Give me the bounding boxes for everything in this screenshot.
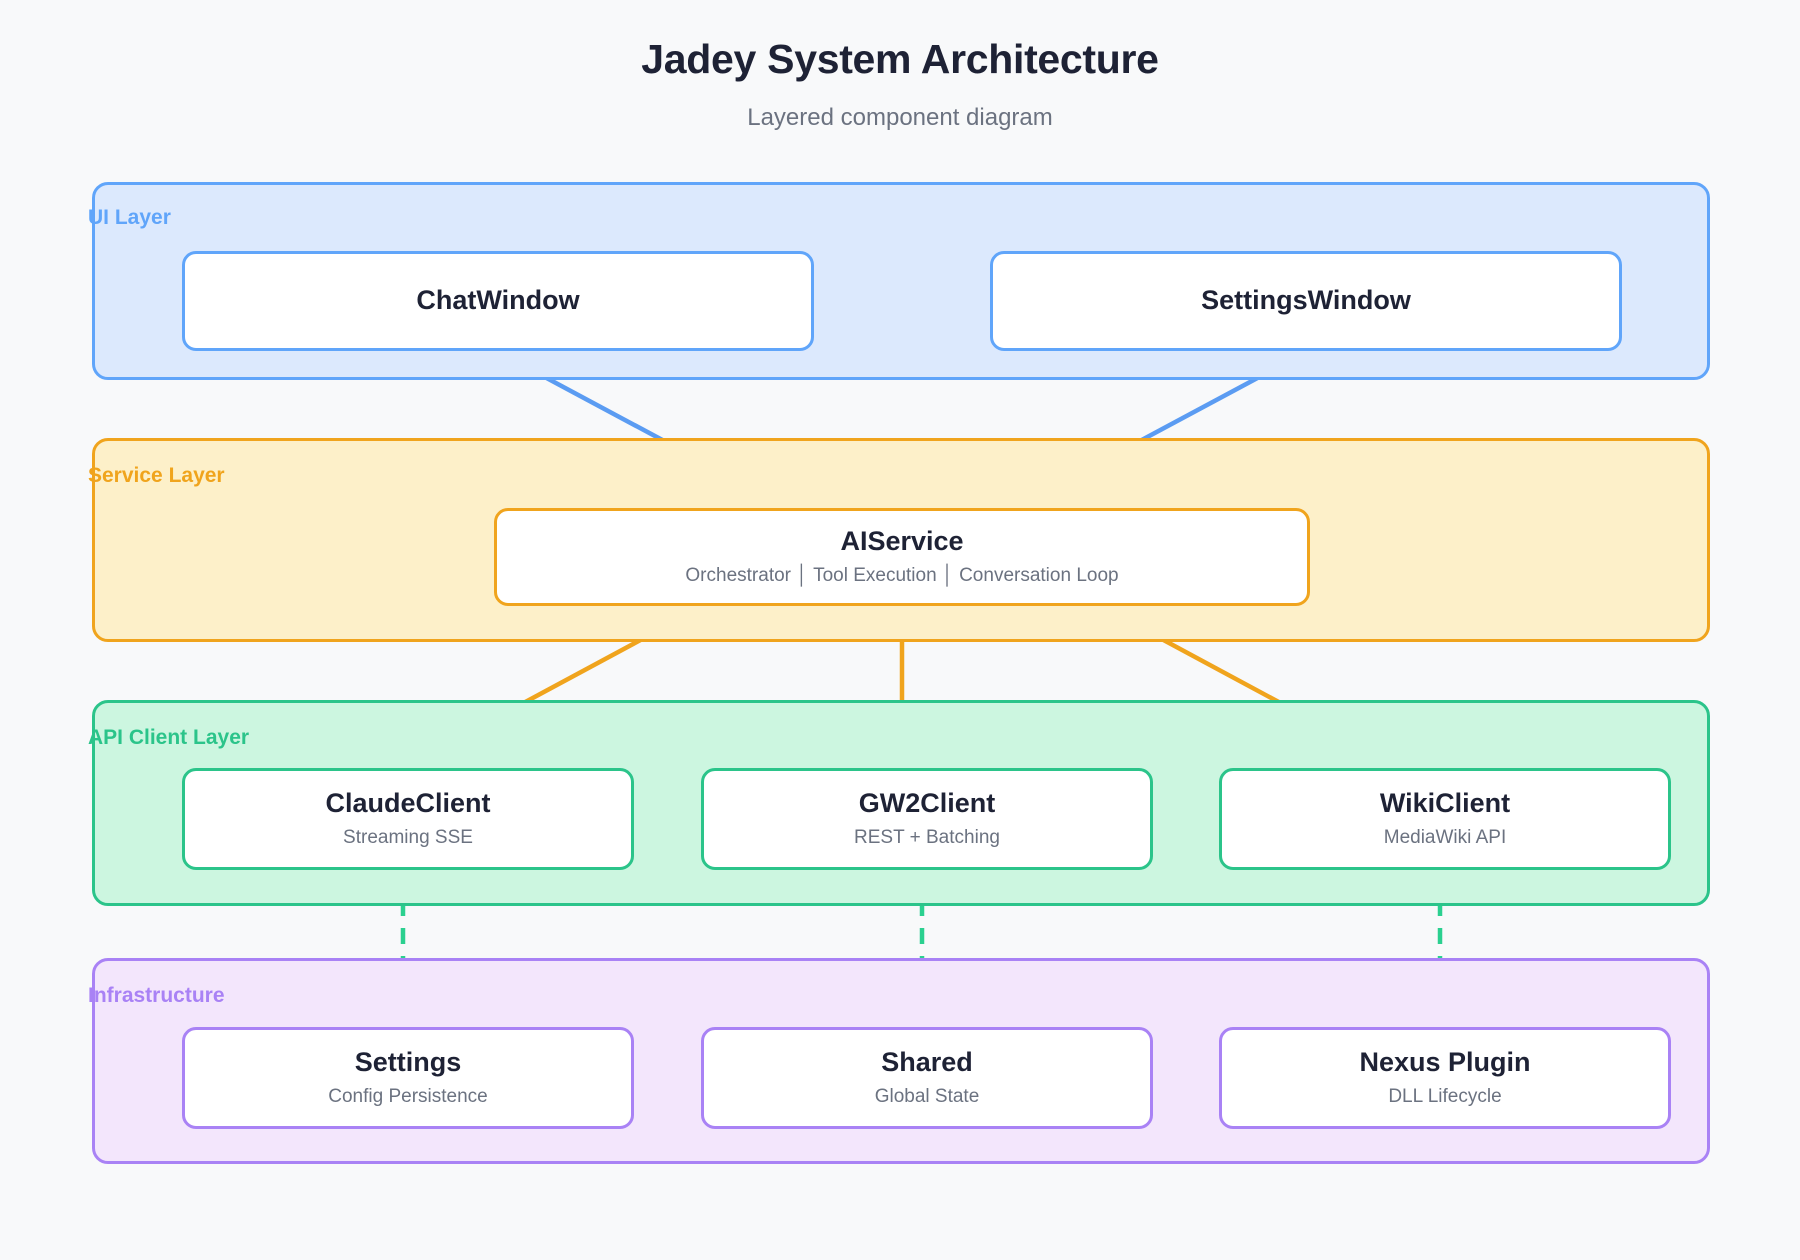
node-shared-subtitle: Global State bbox=[874, 1085, 980, 1107]
layer-label-ui: UI Layer bbox=[88, 206, 171, 229]
node-aiservice-subtitle: Orchestrator │ Tool Execution │ Conversa… bbox=[685, 564, 1119, 586]
layer-label-infrastructure: Infrastructure bbox=[88, 984, 225, 1007]
page-title: Jadey System Architecture bbox=[641, 36, 1159, 82]
node-nexus-plugin-subtitle: DLL Lifecycle bbox=[1388, 1085, 1502, 1107]
node-settings-subtitle: Config Persistence bbox=[328, 1085, 488, 1107]
node-claudeclient-subtitle: Streaming SSE bbox=[343, 826, 473, 848]
node-settings-title: Settings bbox=[354, 1047, 462, 1078]
node-shared-title: Shared bbox=[881, 1047, 973, 1078]
node-nexus-plugin[interactable]: Nexus Plugin DLL Lifecycle bbox=[1219, 1027, 1671, 1129]
node-gw2client[interactable]: GW2Client REST + Batching bbox=[701, 768, 1153, 870]
node-chatwindow-title: ChatWindow bbox=[416, 285, 580, 316]
node-claudeclient-title: ClaudeClient bbox=[325, 788, 491, 819]
node-gw2client-subtitle: REST + Batching bbox=[854, 826, 1000, 848]
node-shared[interactable]: Shared Global State bbox=[701, 1027, 1153, 1129]
node-settingswindow-title: SettingsWindow bbox=[1201, 285, 1411, 316]
node-settingswindow[interactable]: SettingsWindow bbox=[990, 251, 1622, 351]
node-wikiclient-subtitle: MediaWiki API bbox=[1383, 826, 1507, 848]
node-settings[interactable]: Settings Config Persistence bbox=[182, 1027, 634, 1129]
node-aiservice-title: AIService bbox=[840, 526, 964, 557]
layer-label-service: Service Layer bbox=[88, 464, 225, 487]
page-subtitle: Layered component diagram bbox=[747, 104, 1053, 131]
node-aiservice[interactable]: AIService Orchestrator │ Tool Execution … bbox=[494, 508, 1310, 606]
node-gw2client-title: GW2Client bbox=[858, 788, 996, 819]
node-wikiclient[interactable]: WikiClient MediaWiki API bbox=[1219, 768, 1671, 870]
node-claudeclient[interactable]: ClaudeClient Streaming SSE bbox=[182, 768, 634, 870]
node-wikiclient-title: WikiClient bbox=[1379, 788, 1511, 819]
node-nexus-plugin-title: Nexus Plugin bbox=[1359, 1047, 1531, 1078]
layer-label-api-client: API Client Layer bbox=[88, 726, 250, 749]
node-chatwindow[interactable]: ChatWindow bbox=[182, 251, 814, 351]
